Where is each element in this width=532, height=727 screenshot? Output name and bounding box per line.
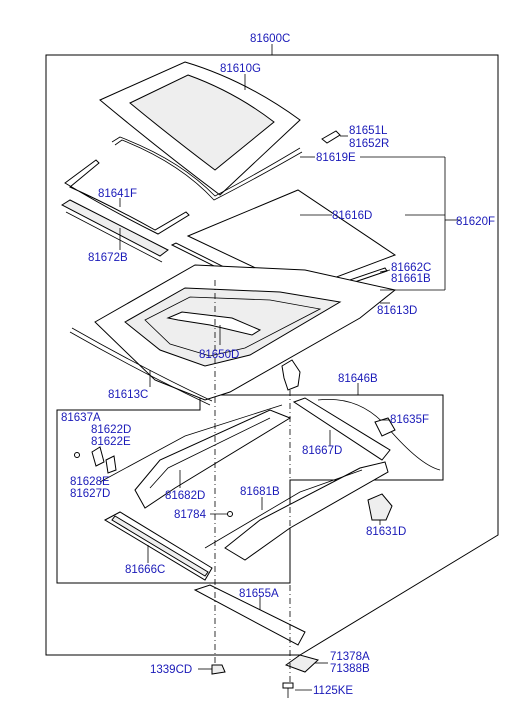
label-81784: 81784 bbox=[174, 509, 207, 521]
label-81635F: 81635F bbox=[390, 414, 429, 426]
label-81667D: 81667D bbox=[302, 445, 342, 457]
assembly-outline bbox=[45, 54, 499, 656]
label-81646B: 81646B bbox=[338, 373, 378, 385]
label-81641F: 81641F bbox=[98, 188, 137, 200]
guide-rail-81667D bbox=[292, 397, 391, 461]
label-71388B: 71388B bbox=[330, 663, 370, 675]
label-81628E: 81628E bbox=[70, 476, 110, 488]
clip-71378A bbox=[284, 654, 319, 673]
small-parts-81622D bbox=[74, 446, 117, 474]
label-81622E: 81622E bbox=[91, 436, 131, 448]
label-81662C: 81662C bbox=[391, 262, 431, 274]
label-81620F: 81620F bbox=[456, 216, 495, 228]
drain-81650D bbox=[166, 311, 262, 336]
motor-81631D bbox=[367, 493, 393, 521]
label-81631D: 81631D bbox=[366, 526, 406, 538]
label-81600C: 81600C bbox=[250, 33, 290, 45]
guide-rail-81681B bbox=[204, 461, 389, 561]
nut-1339CD bbox=[211, 664, 226, 675]
label-81622D: 81622D bbox=[91, 424, 131, 436]
mechanism-group-outline bbox=[56, 394, 444, 584]
label-81650D: 81650D bbox=[199, 349, 239, 361]
bracket bbox=[281, 359, 301, 391]
label-1125KE: 1125KE bbox=[313, 685, 353, 697]
bolt-81784 bbox=[227, 511, 233, 517]
seal-81613C bbox=[69, 327, 213, 406]
label-81682D: 81682D bbox=[165, 490, 205, 502]
label-81619E: 81619E bbox=[316, 152, 356, 164]
leader-lines bbox=[119, 74, 460, 691]
seal-81641F bbox=[64, 159, 190, 235]
label-81613C: 81613C bbox=[108, 389, 148, 401]
cable-81635F bbox=[317, 398, 441, 471]
label-81627D: 81627D bbox=[70, 488, 110, 500]
label-81616D: 81616D bbox=[332, 210, 372, 222]
label-81651L: 81651L bbox=[349, 125, 388, 137]
label-81637A: 81637A bbox=[61, 412, 101, 424]
label-81666C: 81666C bbox=[125, 564, 165, 576]
label-81652R: 81652R bbox=[349, 138, 389, 150]
bolt-1125KE bbox=[282, 682, 294, 698]
panel-81655A bbox=[193, 584, 306, 646]
deflector-81672B bbox=[60, 199, 169, 263]
glass-panel-81610G bbox=[99, 61, 301, 196]
label-1339CD: 1339CD bbox=[150, 664, 192, 676]
label-81613D: 81613D bbox=[377, 305, 417, 317]
label-71378A: 71378A bbox=[330, 651, 370, 663]
weatherstrip-81619E bbox=[111, 136, 303, 201]
label-81681B: 81681B bbox=[240, 486, 280, 498]
label-81661B: 81661B bbox=[391, 273, 431, 285]
bracket-81666C bbox=[103, 511, 213, 581]
label-81672B: 81672B bbox=[88, 252, 128, 264]
label-81610G: 81610G bbox=[220, 63, 261, 75]
label-81655A: 81655A bbox=[239, 588, 279, 600]
clip-81651L bbox=[321, 130, 348, 144]
